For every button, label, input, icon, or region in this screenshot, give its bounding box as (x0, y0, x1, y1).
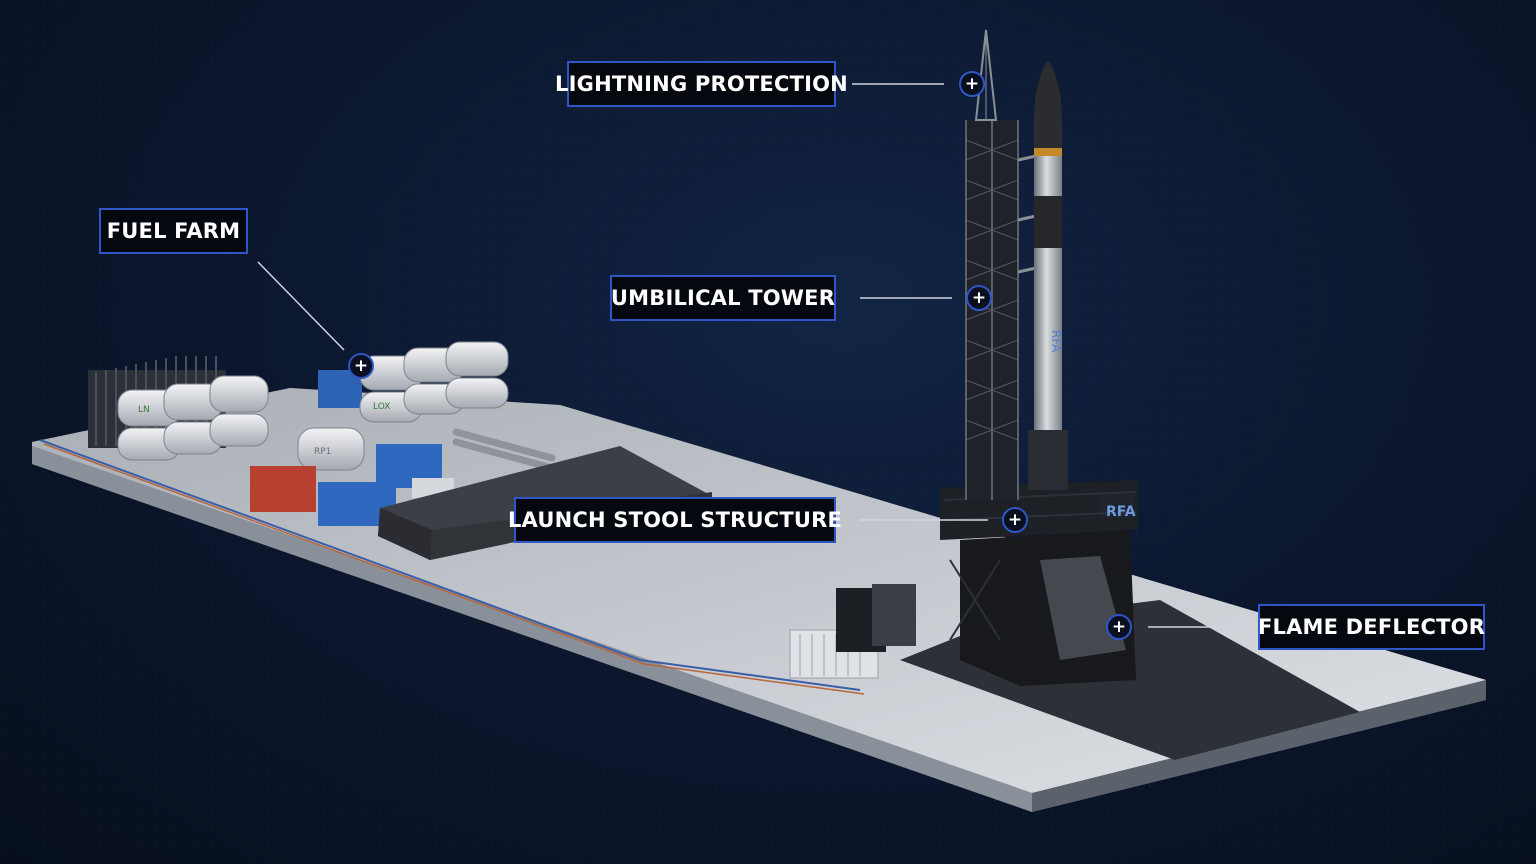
hotspot-launch-stool-structure[interactable]: + (1002, 507, 1028, 533)
tank-marking-ln: LN (138, 405, 150, 415)
hotspot-lightning-protection[interactable]: + (959, 71, 985, 97)
hotspot-umbilical-tower[interactable]: + (966, 285, 992, 311)
hotspot-fuel-farm[interactable]: + (348, 353, 374, 379)
rfa-logo-stool: RFA (1106, 504, 1136, 520)
callout-fuel-farm[interactable]: FUEL FARM (99, 208, 248, 254)
callout-launch-stool-structure[interactable]: LAUNCH STOOL STRUCTURE (508, 497, 842, 543)
fuel-farm-illustration (88, 341, 556, 526)
callout-umbilical-tower[interactable]: UMBILICAL TOWER (610, 275, 836, 321)
rocket-illustration (1028, 60, 1068, 490)
equipment-container (789, 584, 916, 679)
hotspot-flame-deflector[interactable]: + (1106, 614, 1132, 640)
tank-marking-rp: RP1 (314, 447, 331, 457)
rfa-logo-rocket: RFA (1049, 330, 1063, 353)
callout-lightning-protection[interactable]: LIGHTNING PROTECTION (555, 61, 848, 107)
callout-flame-deflector[interactable]: FLAME DEFLECTOR (1258, 604, 1485, 650)
tank-marking-lox: LOX (373, 402, 390, 412)
leader-lines (257, 83, 1238, 628)
